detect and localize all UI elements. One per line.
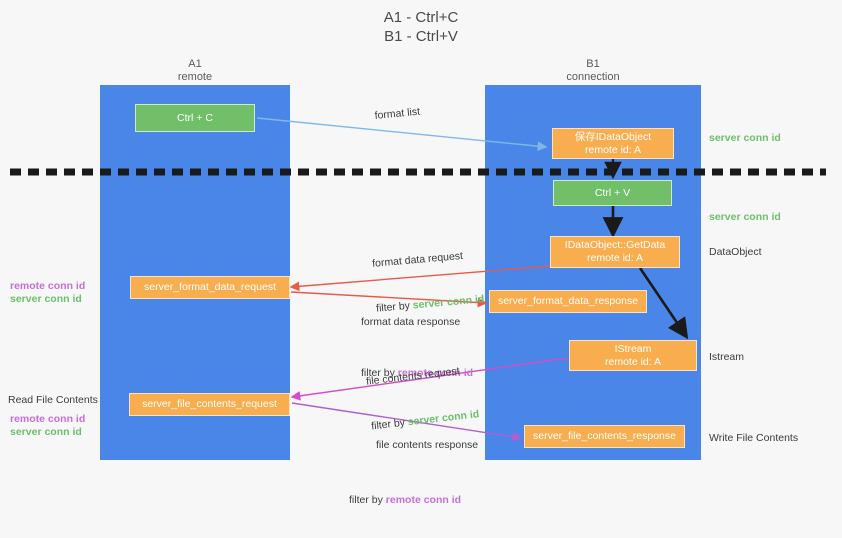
box-server-file-contents-response[interactable]: server_file_contents_response [524,425,685,448]
label-istream: Istream [709,351,745,363]
box-server-format-data-request-label: server_format_data_request [144,281,276,293]
label-server-conn-id-mid: server conn id [709,211,781,223]
box-save-idataobject-remote-id: remote id: A [584,143,642,156]
box-save-idataobject[interactable]: 保存IDataObject remote id: A [552,128,674,159]
filter-key-remote-conn-id: remote conn id [385,494,462,506]
label-server-conn-id-1: server conn id [10,293,82,305]
box-ctrl-c[interactable]: Ctrl + C [135,104,255,132]
box-idataobject-getdata-remote-id: remote id: A [586,252,644,264]
label-write-file-contents: Write File Contents [709,432,799,444]
box-istream-label: IStream [614,342,652,355]
message-format-data-request-text: format data request [371,249,464,270]
box-ctrl-v[interactable]: Ctrl + V [553,180,672,206]
box-idataobject-getdata-label: IDataObject::GetData [564,239,666,251]
box-server-file-contents-request[interactable]: server_file_contents_request [129,393,290,416]
box-server-format-data-request[interactable]: server_format_data_request [130,276,290,299]
box-istream[interactable]: IStream remote id: A [569,340,697,371]
label-remote-conn-id-1: remote conn id [10,280,86,292]
message-file-contents-response: file contents response filter by remote … [349,408,479,538]
box-server-file-contents-response-label: server_file_contents_response [532,430,676,442]
message-file-contents-response-filter: filter by remote conn id [349,493,478,508]
diagram-canvas: A1 - Ctrl+C B1 - Ctrl+V A1 remote B1 con… [8,9,826,506]
box-idataobject-getdata[interactable]: IDataObject::GetData remote id: A [550,236,680,268]
box-server-format-data-response-label: server_format_data_response [497,295,639,307]
page-title: A1 - Ctrl+C B1 - Ctrl+V [383,9,459,45]
box-save-idataobject-label: 保存IDataObject [574,130,652,143]
box-server-format-data-response[interactable]: server_format_data_response [489,290,647,313]
label-server-conn-id-top: server conn id [709,132,781,144]
box-ctrl-c-label: Ctrl + C [177,111,213,124]
message-format-list: format list [374,105,421,122]
label-server-conn-id-2: server conn id [10,426,82,438]
lane-b1-header: B1 connection [566,58,620,83]
box-istream-remote-id: remote id: A [604,355,662,368]
message-file-contents-response-text: file contents response [376,439,479,451]
filter-prefix: filter by [349,494,386,506]
label-dataobject: DataObject [709,246,762,258]
label-remote-conn-id-2: remote conn id [10,413,86,425]
label-read-file-contents: Read File Contents [8,394,98,406]
message-format-data-response-text: format data response [361,316,461,328]
lane-a1-header: A1 remote [177,58,213,83]
box-ctrl-v-label: Ctrl + V [594,186,631,199]
message-file-contents-request-text: file contents request [365,365,461,388]
box-server-file-contents-request-label: server_file_contents_request [142,398,277,410]
